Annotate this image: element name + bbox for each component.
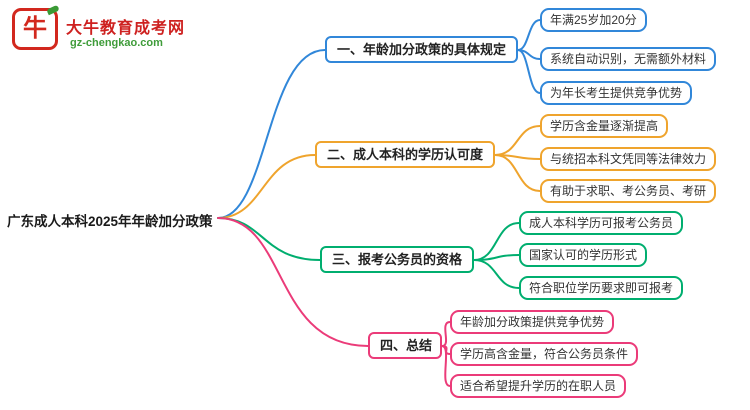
edge-branch4-leaf3 — [441, 345, 451, 387]
leaf-node-helps-career: 有助于求职、考公务员、考研 — [540, 179, 717, 203]
leaf-node-value-rising: 学历含金量逐渐提高 — [540, 114, 669, 138]
site-name: 大牛教育成考网 — [66, 20, 186, 37]
branch-node-civil-servant: 三、报考公务员的资格 — [320, 246, 474, 273]
bull-glyph: 牛 — [23, 15, 47, 42]
leaf-node-meet-position: 符合职位学历要求即可报考 — [519, 276, 684, 300]
leaf-node-summary-suitable: 适合希望提升学历的在职人员 — [450, 374, 627, 398]
leaf-node-summary-advantage: 年龄加分政策提供竞争优势 — [450, 310, 615, 334]
edge-branch1-leaf1 — [517, 19, 541, 51]
branch-node-summary: 四、总结 — [368, 332, 442, 359]
leaf-node-advantage: 为年长考生提供竞争优势 — [540, 81, 693, 105]
edge-branch2-leaf3 — [494, 154, 541, 192]
leaf-node-legal-equal: 与统招本科文凭同等法律效力 — [540, 147, 717, 171]
edge-root-branch2 — [217, 154, 316, 219]
bull-logo-icon: 牛 — [12, 4, 60, 50]
site-url: gz-chengkao.com — [70, 37, 163, 49]
leaf-node-state-approved: 国家认可的学历形式 — [519, 243, 648, 267]
edge-root-branch1 — [217, 49, 326, 219]
edge-root-branch4 — [217, 217, 369, 347]
branch-node-recognition: 二、成人本科的学历认可度 — [315, 141, 495, 168]
edge-branch2-leaf1 — [494, 125, 541, 156]
branch-node-age-policy: 一、年龄加分政策的具体规定 — [325, 36, 518, 63]
edge-branch3-leaf2 — [473, 254, 520, 261]
leaf-node-summary-value: 学历高含金量，符合公务员条件 — [450, 342, 639, 366]
leaf-node-age-bonus: 年满25岁加20分 — [540, 8, 647, 32]
leaf-node-can-apply: 成人本科学历可报考公务员 — [519, 211, 684, 235]
edge-branch3-leaf3 — [473, 259, 520, 289]
edge-branch4-leaf1 — [441, 321, 451, 347]
leaf-node-auto-identify: 系统自动识别，无需额外材料 — [540, 47, 717, 71]
root-node: 广东成人本科2025年年龄加分政策 — [7, 214, 213, 229]
edge-branch1-leaf3 — [517, 49, 541, 94]
site-logo: 牛 大牛教育成考网 gz-chengkao.com — [12, 4, 242, 60]
